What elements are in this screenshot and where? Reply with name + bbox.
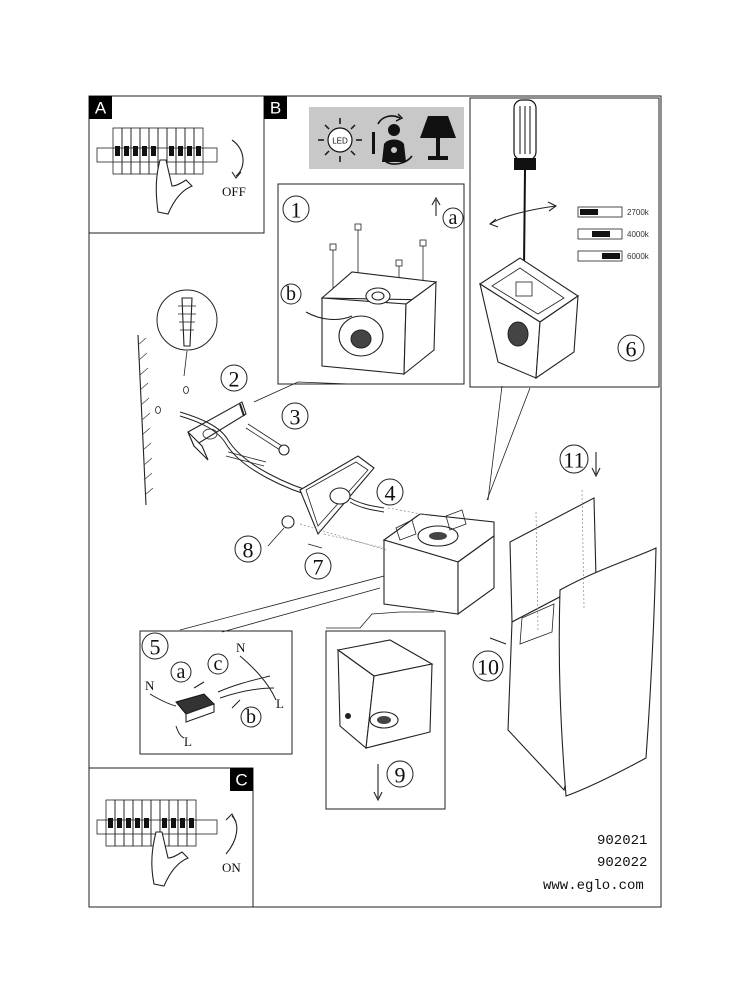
step-1-number: 1 (291, 198, 302, 223)
color-temp-2700: 2700k (627, 208, 650, 217)
step-6-number: 6 (626, 337, 637, 362)
website-link[interactable]: www.eglo.com (543, 878, 644, 894)
breaker-bank-off (96, 127, 218, 175)
model-number-1: 902021 (597, 833, 647, 849)
hand-icon (155, 159, 193, 215)
icon-strip: LED (309, 107, 464, 169)
lamp-body (382, 509, 495, 616)
table-lamp-icon (420, 116, 456, 160)
mounting-bracket (187, 401, 247, 447)
panel-a: A OFF (88, 95, 265, 234)
step-3-number: 3 (290, 405, 301, 430)
led-icon: LED (318, 118, 362, 162)
lamp-body-open (320, 271, 437, 376)
panel-c: C ON (88, 767, 254, 908)
panel-c-caption: ON (222, 860, 241, 875)
wire-label-n-left: N (145, 678, 155, 693)
wall-plug-detail (156, 289, 218, 351)
wire-label-l-right: L (276, 696, 284, 711)
screwdriver-icon (513, 99, 537, 269)
step-7-number: 7 (313, 555, 324, 580)
wire-label-l-left: L (184, 734, 192, 749)
color-temp-6000: 6000k (627, 252, 650, 261)
step-8-number: 8 (243, 538, 254, 563)
lamp-body-tilted (478, 257, 579, 380)
step-9-number: 9 (395, 763, 406, 788)
back-plate (299, 455, 385, 536)
led-label: LED (332, 137, 348, 146)
panel-b-tag: B (270, 99, 281, 118)
technician-replace-icon (372, 113, 413, 165)
step-2-number: 2 (229, 367, 240, 392)
step-5-panel: 5 a c b N L N L (139, 630, 293, 755)
mains-cable (179, 411, 321, 495)
hand-icon (151, 831, 189, 887)
step-9-panel: 9 (325, 630, 446, 810)
step-1-label-b: b (286, 283, 296, 305)
color-temp-selector: 2700k 4000k 6000k (577, 206, 650, 262)
page-frame (88, 95, 662, 908)
step-4-number: 4 (385, 481, 396, 506)
rotate-arrow-icon (231, 139, 244, 177)
breaker-bank-on (96, 799, 218, 847)
step-6-panel: 2700k 4000k 6000k 6 (469, 97, 660, 388)
step-5-number: 5 (150, 635, 161, 660)
step-5-label-a: a (177, 661, 186, 683)
panel-a-tag: A (95, 99, 107, 118)
panel-a-caption: OFF (222, 184, 246, 199)
step-1-panel: 1 a b (277, 183, 465, 385)
step-1-label-a: a (449, 207, 458, 229)
rotate-arrow-icon (225, 815, 238, 855)
panel-c-tag: C (235, 771, 247, 790)
step-5-label-c: c (214, 653, 223, 675)
terminal-block (175, 693, 215, 723)
lamp-shade-assembly (507, 489, 657, 797)
model-number-2: 902022 (597, 855, 647, 871)
step-5-label-b: b (246, 706, 256, 728)
wall-mounting-assembly (137, 289, 321, 506)
step-11-number: 11 (563, 448, 584, 473)
step-10-number: 10 (477, 655, 499, 680)
wire-label-n-right: N (236, 640, 246, 655)
color-temp-4000: 4000k (627, 230, 650, 239)
